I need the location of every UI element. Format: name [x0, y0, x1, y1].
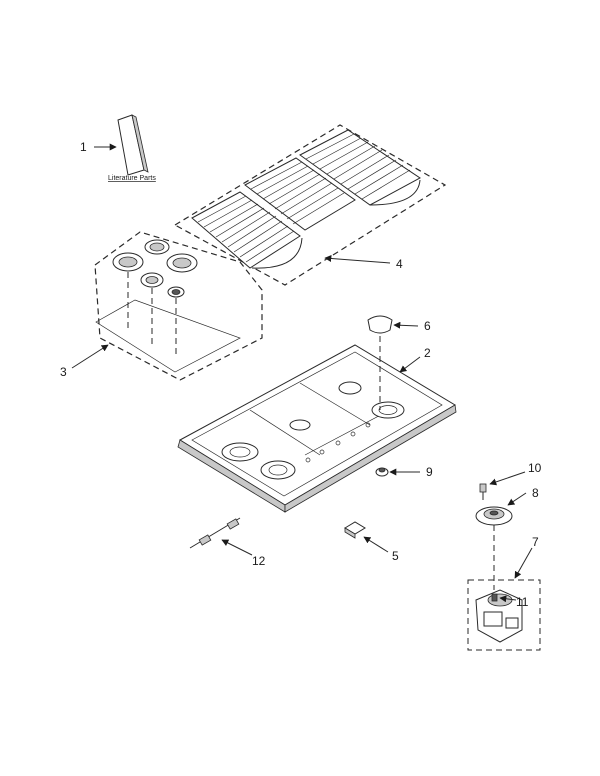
control-holes: [305, 422, 371, 463]
literature-parts-label: Literature Parts: [108, 175, 156, 182]
part-5-bracket[interactable]: [344, 521, 366, 539]
burner-cap-4: [140, 272, 164, 288]
cooktop-burner-front-left: [221, 442, 259, 462]
cooktop-burner-center: [289, 419, 311, 431]
cooktop-burner-back: [338, 381, 362, 395]
burner-cap-2: [144, 239, 170, 255]
burner-cap-5: [167, 286, 185, 298]
callout-12[interactable]: 12: [252, 554, 266, 568]
leader-4: [324, 254, 391, 264]
leader-8: [507, 492, 527, 506]
leader-12: [221, 539, 253, 556]
burner-cap-3: [166, 253, 198, 273]
burner-caps-dashed-outline: [94, 231, 263, 381]
callout-9[interactable]: 9: [426, 465, 433, 479]
part-7-valve-assembly[interactable]: [467, 579, 541, 651]
cooktop-burner-back-right: [371, 401, 405, 419]
callout-6[interactable]: 6: [424, 319, 431, 333]
burner-caps-group[interactable]: [94, 231, 263, 381]
grate-left: [191, 191, 303, 269]
leader-11: [499, 595, 517, 603]
part-8-burner-base[interactable]: [475, 506, 513, 590]
callout-3[interactable]: 3: [60, 365, 67, 379]
part-9-grommet[interactable]: [375, 467, 389, 477]
callout-7[interactable]: 7: [532, 535, 539, 549]
cooktop-burner-front-right: [260, 460, 296, 480]
leader-3: [71, 344, 109, 369]
leader-2: [399, 356, 421, 373]
part-6-clip[interactable]: [367, 315, 393, 410]
part-10-screw[interactable]: [479, 483, 487, 500]
callout-4[interactable]: 4: [396, 257, 403, 271]
callout-5[interactable]: 5: [392, 549, 399, 563]
burner-cap-1: [112, 252, 144, 272]
grates-group[interactable]: [173, 124, 447, 286]
literature-part[interactable]: Literature Parts: [108, 114, 156, 182]
callout-8[interactable]: 8: [532, 486, 539, 500]
part-11-orifice[interactable]: [491, 593, 498, 602]
grate-middle: [244, 157, 356, 231]
callout-2[interactable]: 2: [424, 346, 431, 360]
grate-right: [299, 129, 421, 206]
leader-10: [489, 471, 526, 486]
cooktop-main-top[interactable]: [177, 344, 457, 513]
callout-1[interactable]: 1: [80, 140, 87, 154]
leader-6: [393, 321, 419, 329]
callout-11[interactable]: 11: [516, 595, 529, 609]
leader-7: [514, 547, 533, 579]
burner-caps-sheet: [95, 299, 241, 373]
callout-10[interactable]: 10: [528, 461, 542, 475]
leader-5: [363, 536, 389, 553]
part-12-igniter[interactable]: [189, 517, 241, 549]
valve-dashed-outline: [467, 579, 541, 651]
